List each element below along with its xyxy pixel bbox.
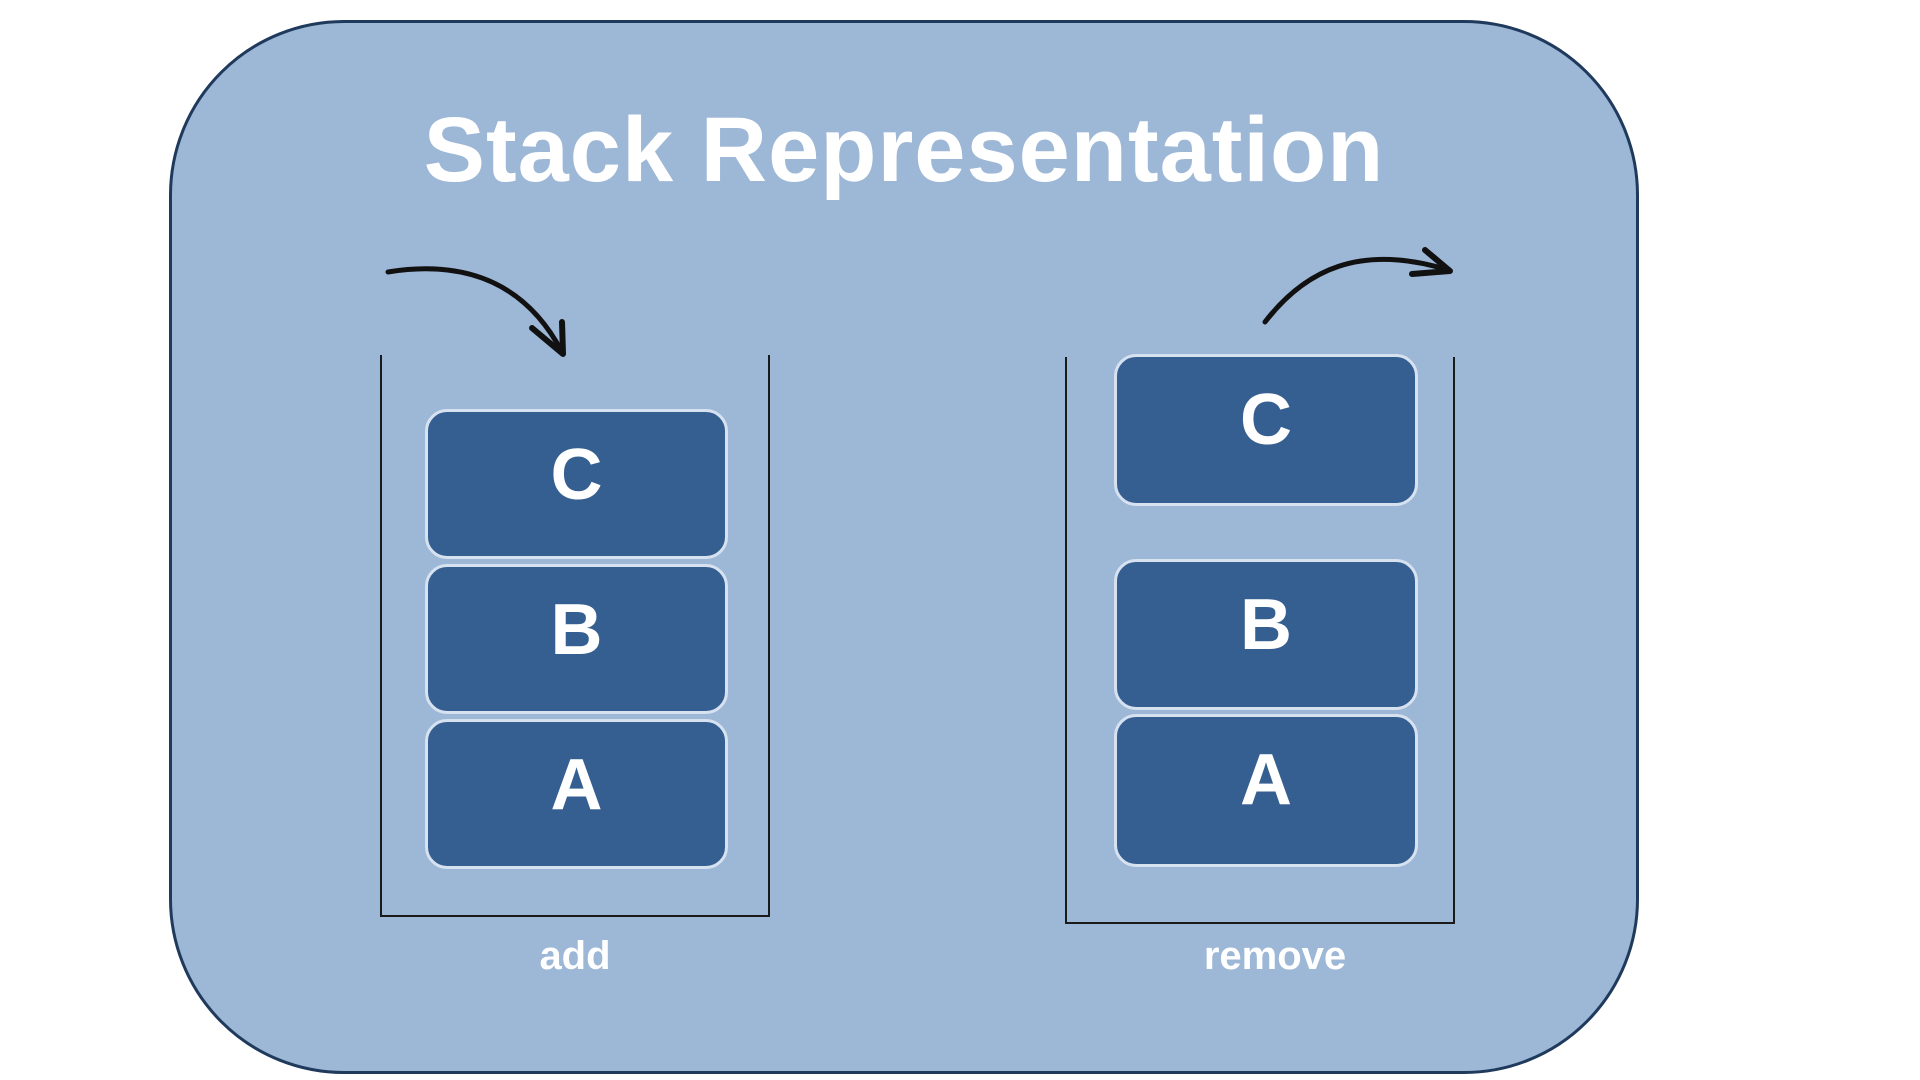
add-caption: add [539, 934, 611, 978]
remove-caption: remove [1203, 934, 1347, 978]
curved-arrow-right-icon [1262, 247, 1453, 325]
remove-stack-container [1065, 357, 1455, 924]
curved-arrow-down-icon [385, 266, 566, 357]
block-label: B [550, 590, 603, 670]
add-stack-container [380, 355, 770, 917]
add-stack-block-c: C [425, 409, 728, 559]
remove-stack-block-a: A [1114, 714, 1418, 867]
add-stack-block-a: A [425, 719, 728, 869]
block-label: A [1240, 740, 1292, 820]
block-label: C [550, 435, 603, 515]
diagram-title: Stack Representation [423, 99, 1385, 201]
remove-stack-block-b: B [1114, 559, 1418, 710]
background-panel [169, 20, 1639, 1074]
block-label: A [550, 745, 603, 825]
block-label: B [1240, 585, 1292, 665]
block-label: C [1240, 380, 1292, 460]
add-stack-block-b: B [425, 564, 728, 714]
remove-stack-block-c: C [1114, 354, 1418, 506]
